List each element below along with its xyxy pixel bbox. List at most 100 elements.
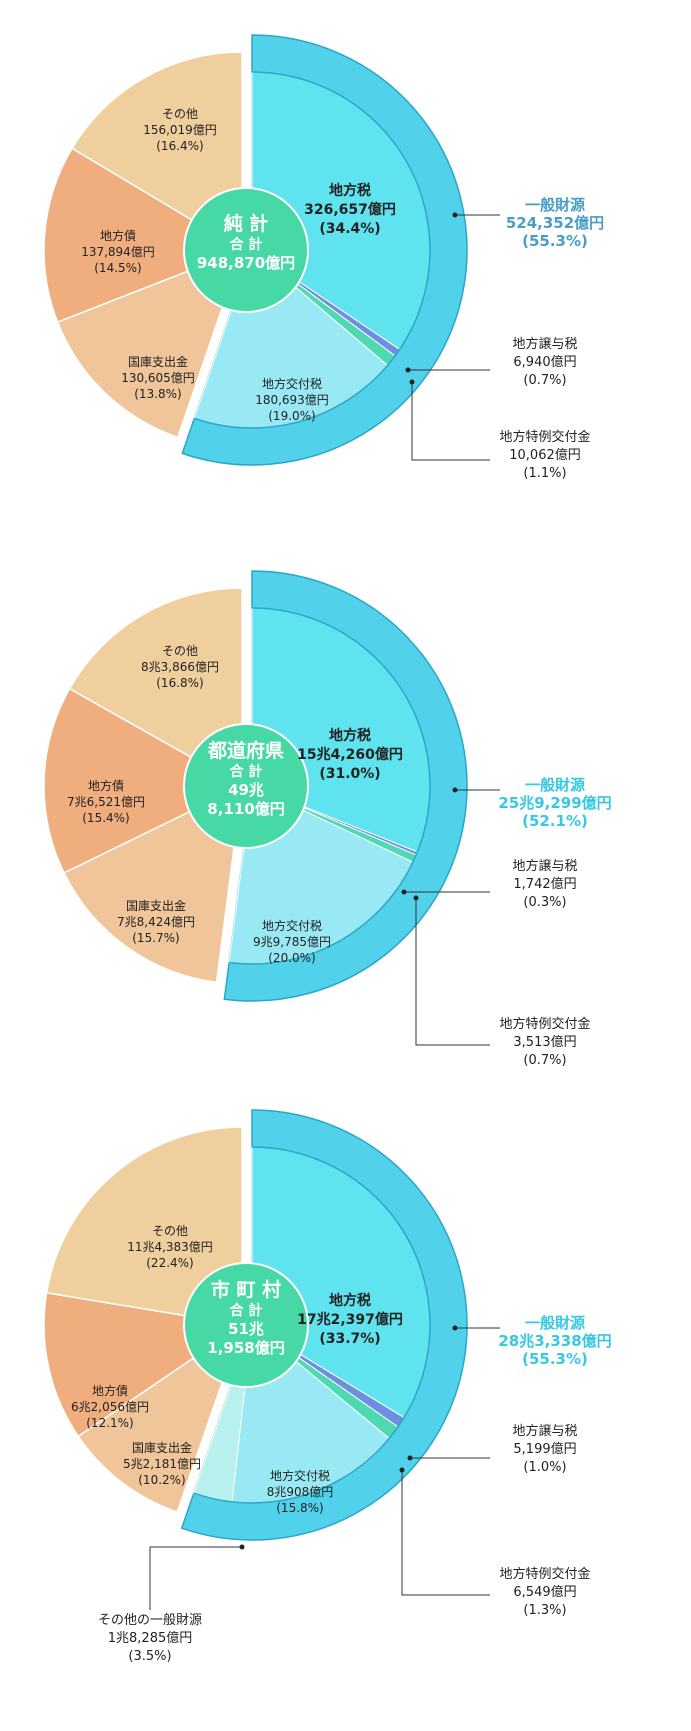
center-title: 都道府県 (207, 739, 284, 762)
general-source-label: 一般財源 (525, 196, 585, 214)
general-inner-edge (229, 607, 431, 965)
general-source-pct: (52.1%) (522, 812, 588, 830)
general-source-pct: (55.3%) (522, 232, 588, 250)
slice-label-pct: (19.0%) (268, 409, 315, 423)
callout-other-general-name: その他の一般財源 (98, 1612, 202, 1628)
center-total-label: 合 計 (230, 763, 263, 780)
slice-label-pct: (10.2%) (138, 1473, 185, 1487)
slice-other (45, 1126, 243, 1326)
slice-national-treasury (77, 1323, 244, 1514)
slice-label-pct: (33.7%) (319, 1331, 380, 1347)
slice-label-name: 国庫支出金 (126, 898, 186, 913)
callout-transfer-tax-name: 地方譲与税 (512, 1423, 577, 1439)
slice-label-pct: (31.0%) (319, 766, 380, 782)
callout-special-grant-amount: 6,549億円 (513, 1584, 576, 1600)
pie-chart-3: 市 町 村合 計51兆1,958億円地方税17兆2,397億円(33.7%)地方… (43, 1109, 612, 1664)
slice-label-pct: (22.4%) (146, 1256, 193, 1270)
slice-label-pct: (16.4%) (156, 139, 203, 153)
slice-label-amount: 6兆2,056億円 (71, 1400, 149, 1414)
center-title: 市 町 村 (211, 1278, 281, 1301)
center-total-value: 8,110億円 (207, 800, 284, 818)
slice-label-name: その他 (152, 1224, 188, 1238)
slice-label-amount: 137,894億円 (81, 245, 155, 259)
slice-label-name: 国庫支出金 (132, 1440, 192, 1455)
general-source-amount: 25兆9,299億円 (498, 794, 611, 812)
callout-transfer-tax-pct: (0.7%) (523, 373, 566, 388)
callout-special-grant-leader-line (411, 382, 490, 461)
general-source-leader-dot (452, 1325, 458, 1331)
slice-label-name: 地方税 (329, 1292, 371, 1309)
slice-other (71, 51, 243, 252)
slice-label-amount: 9兆9,785億円 (253, 935, 331, 949)
slice-label-name: 地方債 (100, 228, 136, 243)
pie-chart-1: 純 計合 計948,870億円地方税326,657億円(34.4%)地方交付税1… (43, 34, 604, 481)
slice-label-name: 地方交付税 (262, 376, 322, 391)
slice-label-pct: (20.0%) (268, 951, 315, 965)
callout-other-general-pct: (3.5%) (128, 1649, 171, 1664)
slice-label-amount: 7兆8,424億円 (117, 915, 195, 929)
slice-label-name: 地方債 (88, 778, 124, 793)
callout-transfer-tax-name: 地方譲与税 (512, 336, 577, 352)
slice-label-amount: 326,657億円 (304, 201, 396, 218)
callout-special-grant-name: 地方特例交付金 (499, 1566, 590, 1582)
slice-local-bond (43, 147, 244, 324)
slice-label-amount: 156,019億円 (143, 123, 217, 137)
callout-special-grant-amount: 3,513億円 (513, 1034, 576, 1050)
center-total-value: 49兆 (228, 781, 264, 799)
general-source-leader-dot (452, 787, 458, 793)
slice-label-name: 国庫支出金 (128, 354, 188, 369)
slice-label-amount: 8兆3,866億円 (141, 660, 219, 674)
slice-label-name: その他 (162, 107, 198, 121)
slice-label-amount: 11兆4,383億円 (127, 1240, 213, 1254)
callout-special-grant-name: 地方特例交付金 (499, 429, 590, 445)
slice-national-treasury (56, 248, 244, 439)
general-source-label: 一般財源 (525, 776, 585, 794)
center-total-value: 51兆 (228, 1320, 264, 1338)
general-source-amount: 28兆3,338億円 (498, 1332, 611, 1350)
slice-label-amount: 7兆6,521億円 (67, 795, 145, 809)
slice-label-amount: 130,605億円 (121, 371, 195, 385)
slice-label-pct: (16.8%) (156, 676, 203, 690)
center-total-value: 948,870億円 (197, 254, 295, 272)
general-inner-edge (194, 71, 431, 429)
center-total-disc (183, 723, 309, 849)
slice-label-pct: (13.8%) (134, 387, 181, 401)
callout-special-grant-amount: 10,062億円 (509, 447, 581, 463)
callout-other-general-leader-dot (239, 1544, 245, 1550)
center-title: 純 計 (224, 212, 269, 235)
callout-transfer-tax-leader-dot (401, 889, 407, 895)
callout-transfer-tax-leader-dot (405, 367, 411, 373)
callout-special-grant-leader-line (401, 1470, 490, 1596)
slice-other (68, 587, 243, 788)
callout-transfer-tax-name: 地方譲与税 (512, 858, 577, 874)
general-source-pct: (55.3%) (522, 1350, 588, 1368)
slice-label-name: その他 (162, 644, 198, 658)
callout-transfer-tax-amount: 1,742億円 (513, 876, 576, 892)
callout-special-grant-leader-dot (399, 1467, 405, 1473)
general-source-leader-dot (452, 212, 458, 218)
slice-national-treasury (63, 784, 243, 984)
slice-label-pct: (12.1%) (86, 1416, 133, 1430)
general-inner-edge (193, 1146, 431, 1504)
slice-label-amount: 15兆4,260億円 (297, 746, 403, 763)
slice-label-pct: (15.7%) (132, 931, 179, 945)
slice-label-name: 地方交付税 (262, 918, 322, 933)
callout-special-grant-name: 地方特例交付金 (499, 1016, 590, 1032)
callout-other-general-leader-line (149, 1546, 242, 1610)
callout-transfer-tax-pct: (1.0%) (523, 1460, 566, 1475)
center-total-label: 合 計 (230, 236, 263, 253)
slice-label-amount: 180,693億円 (255, 393, 329, 407)
center-total-disc (183, 1262, 309, 1388)
callout-transfer-tax-amount: 6,940億円 (513, 354, 576, 370)
center-total-disc (183, 187, 309, 313)
slice-label-amount: 17兆2,397億円 (297, 1311, 403, 1328)
general-source-amount: 524,352億円 (506, 214, 604, 232)
center-total-value: 1,958億円 (207, 1339, 284, 1357)
callout-special-grant-leader-dot (413, 895, 419, 901)
slice-label-name: 地方税 (329, 182, 371, 199)
slice-label-pct: (15.8%) (276, 1501, 323, 1515)
general-source-label: 一般財源 (525, 1314, 585, 1332)
